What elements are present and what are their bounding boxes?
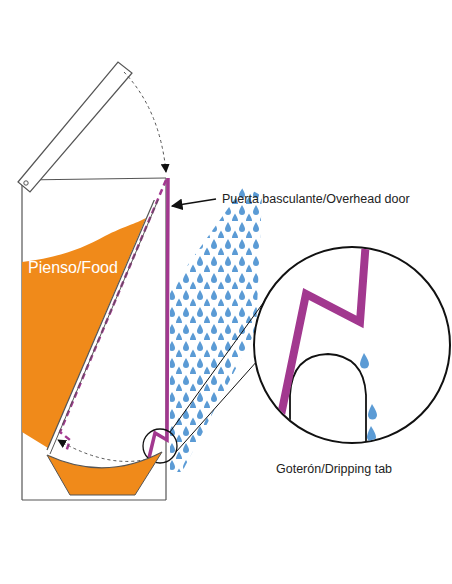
part-label: Puerta basculante/Overhead door [222, 192, 410, 206]
swing-arc [58, 440, 152, 461]
lid [18, 62, 166, 192]
rain-drops [170, 186, 262, 472]
leader-line [172, 199, 216, 206]
leader-line [176, 360, 258, 452]
food-label: Pienso/Food [28, 259, 118, 277]
dripping-tab-detail [280, 240, 377, 450]
food-region: Pienso/Food [22, 200, 167, 500]
part-label: Goterón/Dripping tab [276, 462, 392, 476]
overhead-door [149, 178, 168, 458]
zoom-circle [254, 247, 450, 443]
